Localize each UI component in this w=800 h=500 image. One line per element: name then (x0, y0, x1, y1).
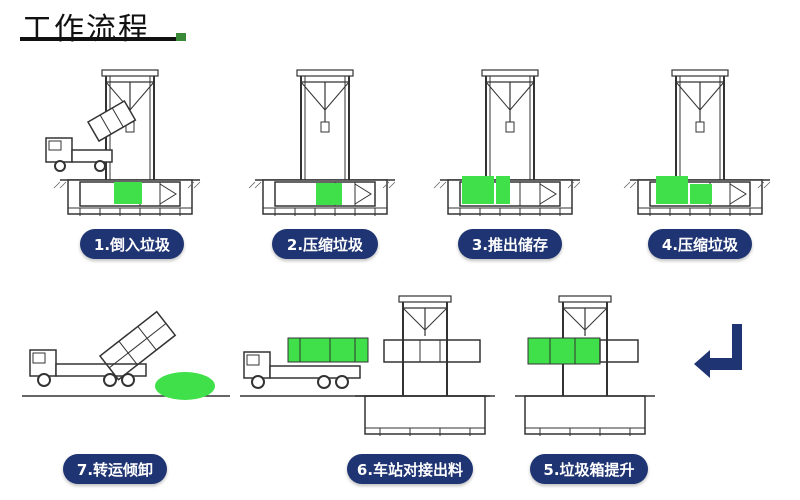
waste-block (462, 176, 494, 204)
waste-block (496, 176, 510, 204)
step-6-label: 6.车站对接出料 (347, 454, 473, 484)
title-accent-mark (176, 33, 186, 41)
step-3-label: 3.推出储存 (458, 229, 562, 259)
step-4-label: 4.压缩垃圾 (648, 229, 752, 259)
step-6-illustration (240, 295, 496, 437)
waste-block (316, 183, 342, 205)
waste-block (114, 182, 142, 204)
step-2-illustration (248, 69, 396, 217)
waste-pile (155, 372, 215, 400)
step-2-label: 2.压缩垃圾 (272, 229, 378, 259)
step-4-illustration (623, 69, 771, 217)
page-title: 工作流程 (22, 12, 150, 47)
step-5-illustration (514, 295, 656, 437)
l-shaped-arrow-icon (694, 324, 742, 378)
step-1-illustration (45, 69, 201, 217)
waste-block (690, 184, 712, 204)
step-1-label: 1.倒入垃圾 (80, 229, 184, 259)
waste-container (527, 337, 601, 365)
step-7-label: 7.转运倾卸 (63, 454, 167, 484)
step-3-illustration (433, 69, 581, 217)
title-underline (20, 37, 185, 41)
waste-block (656, 176, 688, 204)
step-5-label: 5.垃圾箱提升 (530, 454, 648, 484)
step-7-illustration (22, 310, 230, 400)
